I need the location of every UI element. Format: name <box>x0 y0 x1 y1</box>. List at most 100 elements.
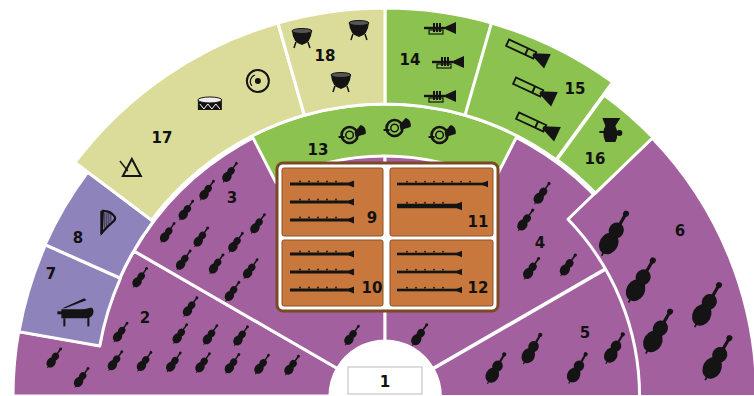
violin-icon <box>193 350 214 375</box>
drawing-part <box>278 8 385 115</box>
drawing-part <box>120 350 124 354</box>
tuba-icon <box>599 118 622 142</box>
drawing-part <box>137 369 139 372</box>
drawing-part <box>608 338 623 353</box>
section-number: 12 <box>468 281 489 296</box>
drawing-part <box>429 30 443 34</box>
drawing-part <box>351 34 353 40</box>
drawing-part <box>349 217 354 224</box>
drawing-part <box>705 375 709 380</box>
double-bass-icon <box>698 330 740 384</box>
drawing-part <box>571 358 586 373</box>
drawing-part <box>415 202 417 204</box>
drawing-part <box>78 371 88 381</box>
drawing-part <box>299 217 301 219</box>
woodwind-panel: 11 <box>390 168 493 236</box>
drawing-part <box>185 323 189 327</box>
violin-icon <box>341 323 362 348</box>
drawing-part <box>335 181 337 183</box>
drawing-part <box>429 136 435 138</box>
drawing-part <box>176 268 178 271</box>
violin-icon <box>206 251 227 276</box>
drawing-part <box>349 269 354 276</box>
oboe-icon <box>290 287 354 294</box>
drawing-part <box>243 276 245 279</box>
drawing-part <box>225 299 227 302</box>
timpani-icon <box>292 29 312 49</box>
drawing-part <box>237 329 247 339</box>
drawing-part <box>188 249 192 253</box>
drawing-part <box>234 161 238 165</box>
drawing-part <box>203 342 205 345</box>
drawing-part <box>457 202 462 211</box>
triangle-icon <box>120 159 141 176</box>
woodwind-panel: 9 <box>282 168 383 236</box>
drawing-part <box>290 219 350 222</box>
drawing-part <box>113 340 115 343</box>
drawing-part <box>299 269 301 271</box>
drawing-part <box>200 198 202 201</box>
drawing-part <box>616 130 622 136</box>
section-fill <box>75 23 304 220</box>
drawing-part <box>521 213 532 224</box>
drawing-part <box>514 78 544 97</box>
drawing-part <box>406 202 408 204</box>
viola-icon <box>408 321 431 349</box>
drawing-part <box>442 202 444 204</box>
drawing-part <box>538 186 549 197</box>
drawing-part <box>525 48 530 55</box>
drawing-part <box>290 253 350 256</box>
drawing-part <box>441 57 443 66</box>
viola-icon <box>514 206 537 234</box>
drawing-part <box>194 245 196 248</box>
drawing-part <box>445 125 456 137</box>
drawing-part <box>349 251 354 258</box>
clarinet-icon <box>290 217 354 224</box>
drawing-part <box>160 240 162 243</box>
section-number: 13 <box>308 143 329 158</box>
viola-icon <box>531 179 554 207</box>
violin-icon <box>173 247 194 272</box>
drawing-part <box>424 323 428 327</box>
drawing-part <box>391 124 399 132</box>
double-bass-icon <box>594 206 636 260</box>
drawing-part <box>349 199 354 206</box>
drawing-part <box>212 257 222 267</box>
double-bass-icon <box>687 277 729 331</box>
drawing-part <box>163 226 173 236</box>
drawing-part <box>622 209 630 217</box>
violin-icon <box>252 352 273 377</box>
panel-fill <box>282 168 383 236</box>
drawing-part <box>397 253 458 256</box>
drawing-part <box>424 181 426 183</box>
drawing-part <box>125 321 129 325</box>
panel-fill <box>282 240 383 306</box>
violin-icon <box>163 349 184 374</box>
drawing-part <box>349 287 354 294</box>
drawing-part <box>183 314 185 317</box>
drawing-part <box>501 351 507 357</box>
drawing-part <box>87 317 89 326</box>
double-bass-icon <box>621 253 663 307</box>
drawing-part <box>582 351 588 357</box>
drawing-part <box>633 266 654 288</box>
drawing-part <box>568 380 571 384</box>
drawing-part <box>432 61 455 63</box>
violin-icon <box>200 322 221 347</box>
drawing-part <box>530 47 551 68</box>
drawing-part <box>535 121 540 128</box>
section-number: 4 <box>535 236 545 251</box>
drawing-part <box>206 328 216 338</box>
drawing-part <box>308 287 310 289</box>
drawing-part <box>442 251 444 253</box>
violin-icon <box>222 351 243 376</box>
drawing-part <box>406 269 408 271</box>
drawing-part <box>397 271 458 274</box>
drawing-part <box>199 356 209 366</box>
drawing-part <box>424 202 426 204</box>
drawing-part <box>240 231 244 235</box>
section-number: 6 <box>675 224 685 239</box>
drawing-part <box>196 370 198 373</box>
drawing-part <box>299 251 301 253</box>
drawing-part <box>524 277 526 280</box>
